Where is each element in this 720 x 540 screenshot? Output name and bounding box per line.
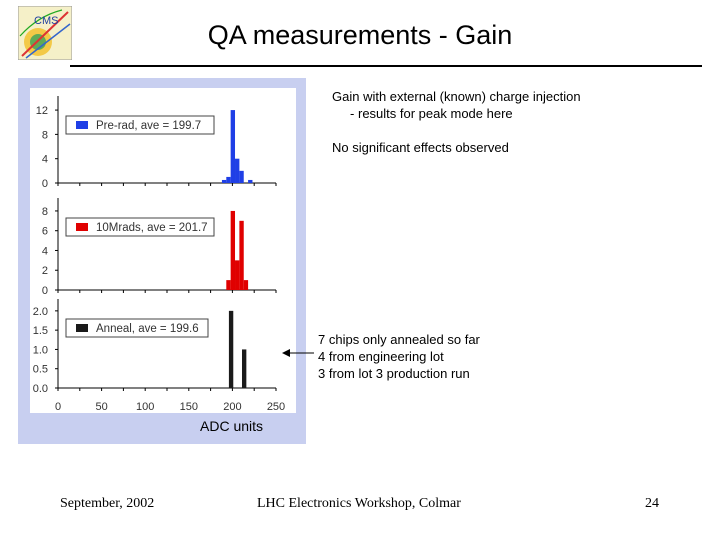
y-tick-label: 4 bbox=[42, 154, 48, 166]
y-tick-label: 2.0 bbox=[33, 306, 48, 318]
y-tick-label: 8 bbox=[42, 206, 48, 218]
y-tick-label: 12 bbox=[36, 105, 48, 117]
legend-label-anneal: Anneal, ave = 199.6 bbox=[96, 323, 199, 335]
y-tick-label: 2 bbox=[42, 265, 48, 277]
x-tick-label: 100 bbox=[136, 401, 154, 413]
x-tick-label: 200 bbox=[223, 401, 241, 413]
note-anneal: 7 chips only annealed so far 4 from engi… bbox=[318, 332, 480, 381]
y-tick-label: 1.5 bbox=[33, 325, 48, 337]
x-tick-label: 150 bbox=[180, 401, 198, 413]
y-tick-label: 0 bbox=[42, 285, 48, 297]
bar-prerad bbox=[248, 179, 253, 183]
footer-event: LHC Electronics Workshop, Colmar bbox=[257, 496, 461, 511]
x-axis-title: ADC units bbox=[200, 418, 264, 434]
y-tick-label: 1.0 bbox=[33, 344, 48, 356]
slide-title: QA measurements - Gain bbox=[207, 20, 513, 50]
y-tick-label: 4 bbox=[42, 245, 48, 257]
bar-mrads bbox=[243, 280, 249, 290]
note-effects: No significant effects observed bbox=[332, 140, 509, 155]
legend-swatch-anneal bbox=[76, 324, 88, 332]
bar-prerad bbox=[221, 179, 227, 183]
footer-date: September, 2002 bbox=[60, 496, 155, 511]
y-tick-label: 6 bbox=[42, 226, 48, 238]
legend-label-prerad: Pre-rad, ave = 199.7 bbox=[96, 120, 201, 132]
legend-box bbox=[65, 217, 215, 237]
bar-mrads bbox=[235, 260, 240, 290]
bar-prerad bbox=[226, 176, 231, 183]
title-divider bbox=[70, 65, 702, 67]
y-tick-label: 8 bbox=[42, 129, 48, 141]
y-tick-label: 0 bbox=[42, 178, 48, 190]
bar-anneal bbox=[228, 310, 234, 388]
legend-swatch-prerad bbox=[76, 121, 88, 129]
legend-swatch-mrads bbox=[76, 223, 88, 231]
legend-label-mrads: 10Mrads, ave = 201.7 bbox=[96, 222, 208, 234]
legend-box bbox=[65, 115, 215, 135]
bar-anneal bbox=[241, 349, 247, 388]
cms-logo-icon: CMS bbox=[18, 6, 72, 60]
bar-prerad bbox=[235, 158, 240, 183]
y-tick-label: 0.5 bbox=[33, 364, 48, 376]
y-tick-label: 0.0 bbox=[33, 383, 48, 395]
bar-prerad bbox=[239, 170, 244, 183]
svg-text:CMS: CMS bbox=[34, 15, 58, 27]
footer-page-number: 24 bbox=[645, 496, 659, 511]
x-tick-label: 50 bbox=[95, 401, 107, 413]
x-tick-label: 250 bbox=[267, 401, 285, 413]
note-injection: Gain with external (known) charge inject… bbox=[332, 89, 581, 121]
bar-prerad bbox=[230, 110, 236, 183]
legend-box bbox=[65, 318, 209, 338]
bar-mrads bbox=[230, 210, 236, 290]
x-tick-label: 0 bbox=[55, 401, 61, 413]
bar-mrads bbox=[226, 280, 231, 290]
bar-mrads bbox=[239, 220, 244, 290]
histogram-panel bbox=[30, 88, 296, 413]
